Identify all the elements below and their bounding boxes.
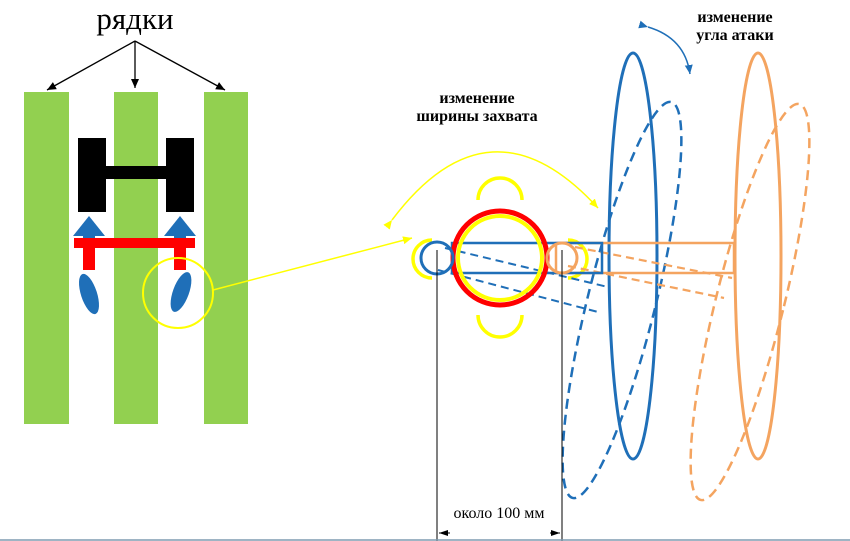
highlight-circle <box>142 257 214 329</box>
zoom-pointer-line <box>212 236 413 291</box>
crop-rows <box>24 92 248 424</box>
angle-change-label-line1: изменение <box>697 9 772 26</box>
rows-label-arrows <box>46 40 226 91</box>
pivot-yellow <box>456 214 544 302</box>
angle-change-label-line2: угла атаки <box>696 27 774 44</box>
pivot-red <box>450 208 550 308</box>
disc-left-small <box>78 273 100 315</box>
width-change-label-line1: изменение <box>439 90 514 107</box>
orange-disc <box>733 51 783 461</box>
orange-axle-rotated-bottom <box>567 264 725 300</box>
orange-axle <box>554 241 736 275</box>
angle-change-arc <box>638 20 693 75</box>
width-change-label-line2: ширины захвата <box>416 108 537 125</box>
dimension-label: около 100 мм <box>454 505 545 522</box>
crop-row-middle <box>114 92 158 424</box>
tool-frame <box>74 238 195 270</box>
blue-axle-rotated-top <box>444 247 609 288</box>
pivot-range-arcs <box>411 176 589 339</box>
dimension-lines <box>436 250 563 541</box>
disc-right-small <box>170 272 192 312</box>
crop-row-left <box>24 92 69 424</box>
blue-disc-rotated <box>561 100 683 500</box>
crop-row-right <box>204 92 248 424</box>
orange-disc-rotated <box>689 102 811 502</box>
blue-disc <box>607 51 659 461</box>
width-change-arc <box>383 151 599 230</box>
rows-label: рядки <box>96 1 173 36</box>
tractor-icon <box>78 138 194 212</box>
